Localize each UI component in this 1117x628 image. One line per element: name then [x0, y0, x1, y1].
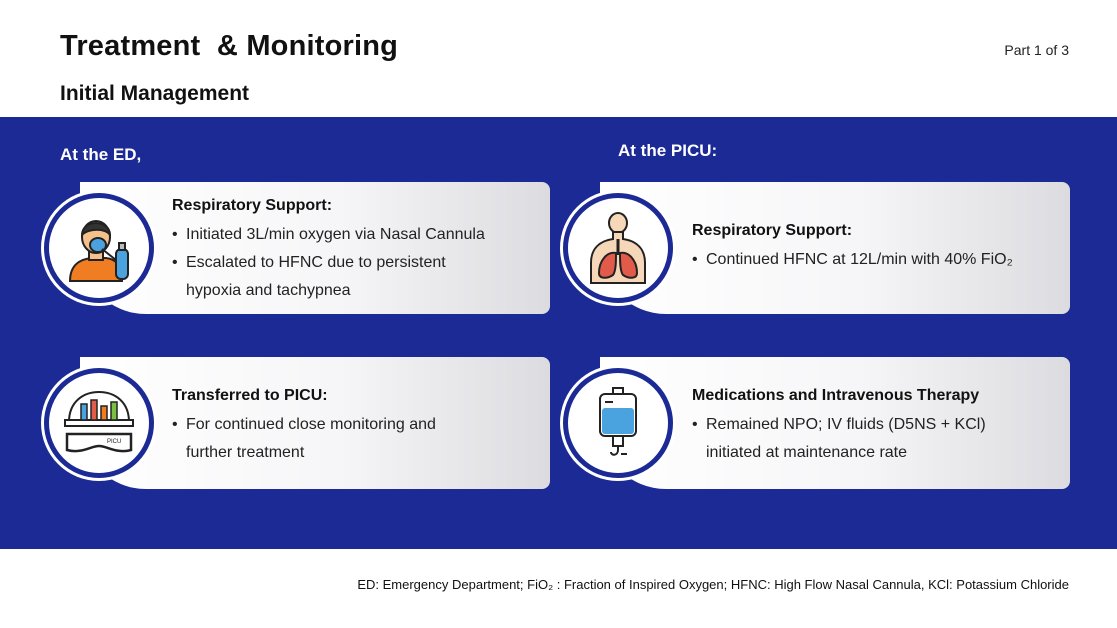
section-label-picu: At the PICU: — [618, 141, 718, 160]
bullet-item: For continued close monitoring and — [172, 411, 542, 439]
card-heading: Respiratory Support: — [692, 222, 853, 239]
patient-oxygen-mask-icon — [68, 220, 129, 282]
card-heading: Transferred to PICU: — [172, 387, 328, 404]
page-indicator: Part 1 of 3 — [1004, 42, 1069, 58]
card-picu-respiratory-support: Respiratory Support: Continued HFNC at 1… — [600, 182, 1070, 314]
page-subtitle: Initial Management — [60, 82, 250, 105]
card-medications-iv-therapy: Medications and Intravenous Therapy Rema… — [600, 357, 1070, 489]
iv-drip-bag-icon — [599, 387, 637, 456]
card-body: Respiratory Support: Initiated 3L/min ox… — [172, 197, 542, 305]
card-body: Transferred to PICU: For continued close… — [172, 387, 542, 467]
icon-circle — [563, 368, 673, 478]
bullet-item: Continued HFNC at 12L/min with 40% FiO₂ — [692, 246, 1062, 274]
picu-helmet-goggles-icon: PICU — [64, 390, 134, 453]
icon-circle: PICU — [44, 368, 154, 478]
card-body: Medications and Intravenous Therapy Rema… — [692, 387, 1062, 467]
bullet-continuation: hypoxia and tachypnea — [186, 282, 351, 299]
card-ed-respiratory-support: Respiratory Support: Initiated 3L/min ox… — [80, 182, 550, 314]
icon-circle — [44, 193, 154, 303]
bullet-continuation: initiated at maintenance rate — [706, 444, 908, 461]
footnote: ED: Emergency Department; FiO₂ : Fractio… — [357, 577, 1069, 592]
bullet-item: Remained NPO; IV fluids (D5NS + KCl) — [692, 411, 1062, 439]
card-heading: Medications and Intravenous Therapy — [692, 387, 980, 404]
bullet-continuation: further treatment — [186, 444, 305, 461]
page-title: Treatment & Monitoring — [60, 30, 399, 62]
lungs-icon — [590, 212, 646, 284]
picu-label-text: PICU — [107, 439, 121, 445]
card-transferred-to-picu: Transferred to PICU: For continued close… — [80, 357, 550, 489]
icon-circle — [563, 193, 673, 303]
section-label-ed: At the ED, — [60, 145, 142, 164]
card-body: Respiratory Support: Continued HFNC at 1… — [692, 222, 1062, 274]
bullet-item: Escalated to HFNC due to persistent — [172, 249, 542, 277]
bullet-item: Initiated 3L/min oxygen via Nasal Cannul… — [172, 221, 542, 249]
card-heading: Respiratory Support: — [172, 197, 333, 214]
